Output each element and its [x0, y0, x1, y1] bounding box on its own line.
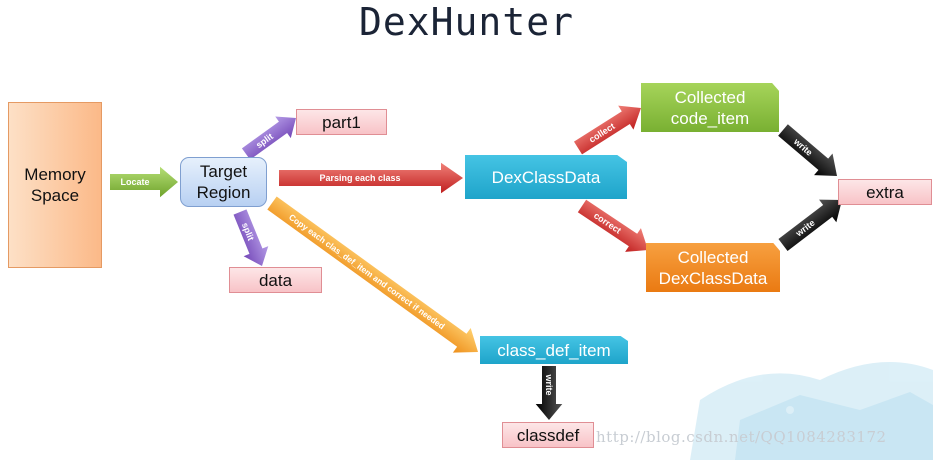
part1-node: part1	[296, 109, 387, 135]
parsing-arrow: Parsing each class	[279, 162, 463, 194]
dex-class-data-label: DexClassData	[491, 167, 601, 187]
class-def-item-label: class_def_item	[497, 340, 611, 360]
split-up-arrow-shape	[241, 116, 297, 160]
classdef-label: classdef	[516, 425, 580, 445]
memory-space-node: Memory Space	[8, 102, 102, 268]
copy-arrow-shape	[267, 196, 478, 353]
collected-code-item-label: Collected code_item	[670, 87, 750, 128]
locate-arrow: Locate	[110, 166, 178, 198]
collected-dex-class-data-label: Collected DexClassData	[658, 247, 768, 288]
target-region-label: Target Region	[196, 162, 251, 202]
write-code-item-arrow-shape	[778, 124, 838, 177]
correct-arrow: correct	[577, 199, 648, 252]
memory-space-label: Memory Space	[24, 165, 86, 205]
split-down-arrow: split	[233, 209, 269, 266]
target-region-node: Target Region	[180, 157, 267, 207]
locate-arrow-label: Locate	[120, 177, 149, 187]
watermark-text: http://blog.csdn.net/QQ1084283172	[596, 428, 887, 446]
split-up-arrow: split	[241, 116, 297, 160]
write-classdef-arrow: write	[535, 366, 563, 420]
split-down-arrow-shape	[233, 209, 269, 266]
data-node: data	[229, 267, 322, 293]
locate-arrow-shape	[110, 166, 178, 198]
correct-arrow-shape	[577, 199, 648, 252]
dex-class-data-node: DexClassData	[465, 155, 627, 199]
write-dexclassdata-arrow-shape	[778, 199, 842, 251]
collect-arrow: collect	[573, 105, 641, 155]
class-def-item-node: class_def_item	[480, 336, 628, 364]
collected-dex-class-data-node: Collected DexClassData	[646, 243, 780, 292]
parsing-arrow-shape	[279, 162, 463, 194]
part1-label: part1	[322, 112, 361, 132]
collect-arrow-shape	[573, 105, 641, 155]
diagram-title: DexHunter	[359, 0, 574, 44]
write-classdef-arrow-shape	[535, 366, 563, 420]
extra-label: extra	[866, 182, 904, 202]
write-code-item-arrow: write	[778, 124, 838, 177]
extra-node: extra	[838, 179, 932, 205]
collected-code-item-node: Collected code_item	[641, 83, 779, 132]
classdef-node: classdef	[502, 422, 594, 448]
parsing-arrow-label: Parsing each class	[319, 173, 400, 183]
data-label: data	[258, 270, 293, 290]
write-classdef-arrow-label: write	[544, 373, 554, 395]
